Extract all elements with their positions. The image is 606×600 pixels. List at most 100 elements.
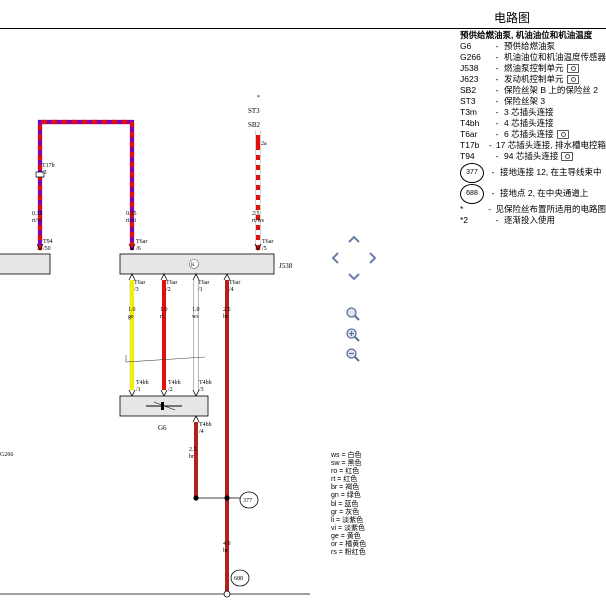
legend-item-desc: 机油油位和机油温度传感器	[503, 52, 606, 62]
wire-ws	[193, 280, 199, 390]
legend-item-dash: -	[495, 151, 499, 161]
legend-item-desc: 6 芯插头连接	[504, 129, 569, 140]
legend-note: *-见保险丝布置所适用的电路图	[460, 204, 606, 215]
wire9-size: 4.0	[223, 541, 231, 547]
legend-item-dash: -	[495, 85, 499, 95]
camera-icon[interactable]	[566, 64, 579, 74]
camera-icon[interactable]	[556, 130, 569, 140]
circuit-diagram: T17b /3 0.35 rt/vi 0.35 rt/vi T94 /50 T6…	[0, 95, 310, 598]
legend-item-desc: 发动机控制单元	[504, 74, 579, 85]
legend-item: G6-预供给燃油泵	[460, 41, 606, 52]
t94-connector: T94 /50	[36, 239, 53, 252]
wire8-color: br	[189, 454, 194, 460]
legend-note-desc: 逐渐投入使用	[504, 215, 556, 225]
legend-item-dash: -	[495, 107, 499, 117]
legend-item: ST3-保险丝架 3	[460, 96, 606, 107]
pan-left-icon[interactable]	[328, 251, 342, 265]
ground-688-label: 688	[234, 576, 243, 582]
pan-up-icon[interactable]	[347, 232, 361, 246]
camera-icon[interactable]	[561, 152, 574, 162]
legend-item: T3m -3 芯插头连接	[460, 107, 606, 118]
legend-item-desc: 3 芯插头连接	[504, 107, 554, 117]
wire4-size: 1.0	[128, 307, 136, 313]
t6ar-e-pin: /1	[198, 287, 203, 293]
legend-ground-item: 688-接地点 2, 在中央通道上	[460, 183, 606, 204]
legend-item: J623-发动机控制单元	[460, 74, 606, 85]
camera-icon[interactable]	[566, 75, 579, 85]
color-key-row: ge = 黄色	[331, 532, 361, 540]
t4bh-c-label: T4bh	[199, 380, 212, 386]
t6ar-f-pin: /4	[229, 287, 234, 293]
ground-point-icon: 377	[460, 162, 484, 183]
color-key-row: sw = 黑色	[331, 460, 362, 468]
g266-label: G266	[0, 452, 13, 458]
legend-item-dash: -	[495, 52, 499, 62]
legend-item-dash: -	[495, 96, 499, 106]
color-key-row: vi = 淡紫色	[331, 524, 366, 532]
t4bh-connector-d: T4bh /4	[192, 415, 212, 435]
t17b-pin: /3	[42, 170, 47, 176]
t6ar-connector-b: T6ar /5	[254, 239, 273, 252]
color-key-row: rs = 粉红色	[331, 549, 366, 557]
t6ar-connector-d: T6ar /2	[160, 273, 177, 293]
legend-item-code: T94	[460, 151, 475, 161]
g6-label: G6	[158, 424, 167, 432]
legend-item-dash: -	[495, 129, 499, 139]
legend-item: SB2 -保险丝架 B 上的保险丝 2	[460, 85, 606, 96]
t6ar-b-pin: /5	[262, 246, 267, 252]
svg-text:K: K	[191, 263, 195, 268]
pan-right-icon[interactable]	[366, 251, 380, 265]
st3-marker: *	[257, 95, 260, 101]
wire5-color: rt	[160, 314, 164, 320]
legend-item-code: T17b	[460, 140, 480, 150]
t94-pin: /50	[43, 246, 51, 252]
color-key-row: ws = 白色	[331, 452, 362, 459]
j623-box	[0, 253, 51, 275]
legend-note-code: *	[460, 204, 464, 214]
wire-loop-rt-vi	[37, 119, 135, 250]
t6ar-connector-c: T6ar /3	[128, 273, 145, 293]
legend-item-dash: -	[495, 41, 499, 51]
pan-down-icon[interactable]	[347, 270, 361, 284]
legend-item-dash: -	[488, 140, 492, 150]
legend-item-code: T6ar	[460, 129, 478, 139]
color-key-row: or = 橘黄色	[331, 541, 367, 549]
zoom-fit-icon[interactable]	[345, 306, 361, 322]
t17b-label: T17b	[42, 163, 55, 169]
legend-item-code: T3m	[460, 107, 477, 117]
t17b-connector: T17b /3	[35, 163, 55, 178]
sb2-fuse: 2a	[256, 138, 267, 148]
legend-item-desc: 保险丝架 B 上的保险丝 2	[504, 85, 598, 95]
zoom-out-icon[interactable]	[345, 347, 361, 363]
legend-item: T6ar -6 芯插头连接	[460, 129, 606, 140]
t6ar-c-label: T6ar	[134, 280, 145, 286]
t4bh-d-pin: /4	[199, 429, 204, 435]
wire6-color: ws	[192, 314, 199, 320]
legend-item-code: J538	[460, 63, 479, 73]
t6ar-a-pin: /6	[136, 246, 141, 252]
legend-item: T94-94 芯插头连接	[460, 151, 606, 162]
sb2-fuse-value: 2a	[261, 141, 267, 147]
wire7-size: 2.5	[223, 307, 231, 313]
legend-note-desc: 见保险丝布置所适用的电路图	[495, 204, 606, 214]
legend-note: *2-逐渐投入使用	[460, 215, 606, 226]
legend-item-desc: 4 芯插头连接	[504, 118, 554, 128]
legend-item-code: G266	[460, 52, 481, 62]
color-key-row: ro = 红色	[331, 468, 360, 476]
color-key-row: br = 褐色	[331, 484, 360, 492]
wire2-size: 0.35	[126, 211, 137, 217]
legend-item-code: T4bh	[460, 118, 480, 128]
t6ar-b-label: T6ar	[262, 239, 273, 245]
t4bh-c-pin: /3	[199, 387, 204, 393]
ground-688-connection: 688	[0, 569, 310, 598]
legend-item-dash: -	[491, 167, 495, 177]
t6ar-f-label: T6ar	[229, 280, 240, 286]
zoom-in-icon[interactable]	[345, 327, 361, 343]
legend-item-code: SB2	[460, 85, 477, 95]
ground-377-label: 377	[243, 498, 252, 504]
wire2-color: rt/vi	[126, 218, 136, 224]
ground-377-connection: 377	[193, 491, 259, 509]
color-key-row: bl = 蓝色	[331, 500, 359, 508]
